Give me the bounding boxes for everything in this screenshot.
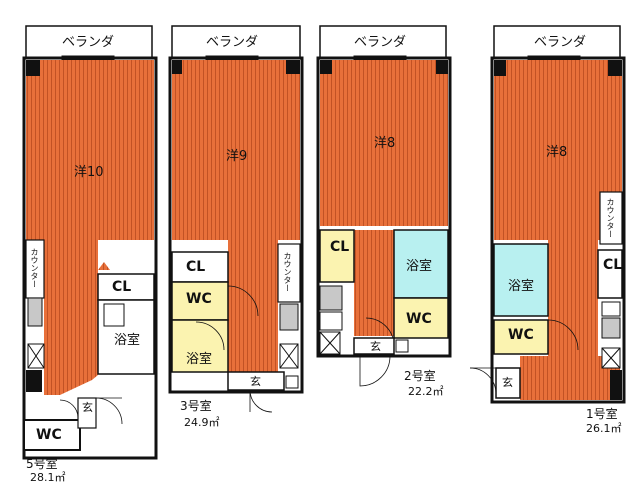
unit1-wc: [493, 319, 549, 355]
unit1-veranda: [493, 25, 621, 59]
unit2-bath: [393, 229, 449, 299]
unit2-entry: [353, 337, 395, 355]
unit3-veranda: [171, 25, 301, 59]
unit3-entry: [227, 371, 285, 391]
unit1-counter: [599, 191, 623, 245]
unit5-wc: [23, 419, 81, 451]
unit2-plan: [316, 25, 452, 387]
unit5-sink: [27, 297, 43, 327]
unit1-corner-block-bottom: [610, 370, 622, 400]
unit2-flooring: [320, 60, 448, 226]
unit3-flooring-lower: [228, 240, 278, 372]
unit5-flooring-lower: [44, 240, 110, 395]
unit1-entry: [495, 367, 521, 399]
unit1-outer-wall: [490, 56, 626, 404]
unit3-bath: [171, 319, 229, 373]
unit1-corner-block-right: [608, 60, 622, 76]
unit1-closet: [597, 249, 623, 299]
unit3-counter: [277, 243, 301, 303]
unit2-outer-wall: [316, 56, 452, 358]
unit5-plan: [22, 25, 158, 460]
unit5-veranda: [25, 25, 153, 59]
unit3-wc: [171, 281, 229, 321]
unit2-flooring-lower: [354, 230, 394, 336]
unit1-corner-block: [494, 60, 506, 76]
unit5-counter: [25, 239, 45, 299]
unit5-entry: [77, 397, 97, 429]
unit3-plan: [168, 25, 304, 413]
unit2-wc: [393, 297, 449, 339]
unit3-outer-wall: [168, 56, 304, 394]
unit3-corner-block-right: [286, 60, 300, 74]
unit5-outer-wall: [22, 56, 158, 460]
unit5-corner-block-bottom: [26, 370, 42, 392]
unit1-bath: [493, 243, 549, 317]
unit2-corner-block-right: [436, 60, 448, 74]
unit2-closet: [319, 229, 355, 283]
unit3-sink: [279, 303, 299, 331]
unit2-corner-block: [320, 60, 332, 74]
unit3-flooring: [172, 60, 300, 240]
unit5-corner-block: [26, 60, 40, 76]
unit5-closet: [97, 273, 155, 301]
unit2-veranda: [319, 25, 447, 59]
unit1-plan: [469, 25, 626, 404]
unit3-corner-block: [172, 60, 182, 74]
unit5-flooring: [26, 60, 154, 240]
unit3-closet: [171, 251, 229, 283]
